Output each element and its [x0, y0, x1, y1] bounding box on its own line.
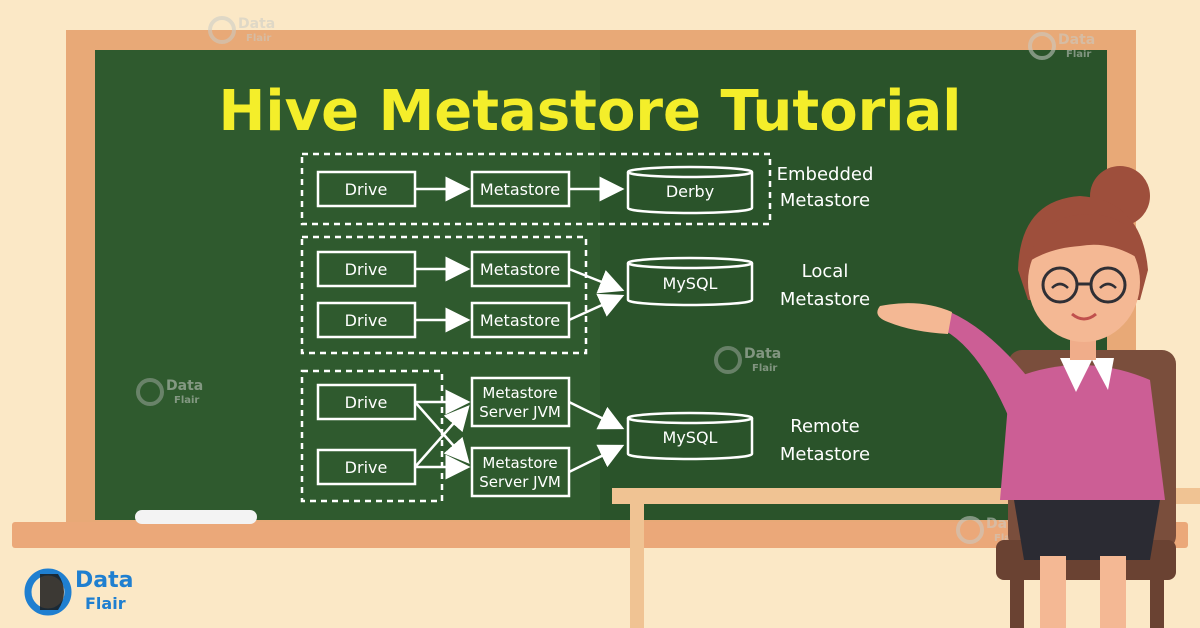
local-drive-label-2: Drive [345, 311, 388, 330]
local-db-label: MySQL [663, 274, 718, 293]
local-metastore-label-2: Metastore [480, 311, 560, 330]
logo-word-2: Flair [85, 594, 126, 613]
watermark-word1: Data [744, 346, 781, 362]
teacher-illustration [877, 166, 1176, 628]
remote-mysql-database-icon [626, 411, 754, 461]
watermark-word1: Data [238, 16, 275, 32]
remote-label-line2: Metastore [780, 444, 870, 465]
remote-arrow-5 [568, 400, 625, 430]
embedded-label-line2: Metastore [780, 190, 870, 211]
remote-server-2-line2: Server JVM [479, 473, 561, 491]
local-arrow-3 [568, 267, 625, 294]
local-mysql-database-icon [626, 256, 754, 307]
remote-db-label: MySQL [663, 428, 718, 447]
embedded-metastore-label: Metastore [480, 180, 560, 199]
embedded-drive-label: Drive [345, 180, 388, 199]
watermark-right-top: Data Flair [1028, 32, 1095, 60]
local-drive-label-1: Drive [345, 260, 388, 279]
watermark-top: Data Flair [208, 16, 275, 44]
page-title: Hive Metastore Tutorial [219, 79, 962, 144]
watermark-word2: Flair [994, 533, 1019, 544]
derby-database-icon [626, 165, 754, 215]
watermark-word2: Flair [752, 363, 777, 374]
chalk-stick [135, 510, 257, 524]
embedded-group-border [300, 152, 772, 226]
remote-arrow-4 [414, 405, 470, 468]
watermark-middle: Data Flair [714, 346, 781, 374]
remote-arrow-6 [568, 444, 625, 474]
watermark-word1: Data [166, 378, 203, 394]
remote-server-1-line2: Server JVM [479, 403, 561, 421]
embedded-db-label: Derby [666, 182, 714, 201]
embedded-label-line1: Embedded [777, 164, 874, 185]
local-label-line1: Local [802, 261, 849, 282]
remote-server-2-line1: Metastore [482, 454, 557, 472]
remote-group-border [300, 369, 444, 503]
chalk-ledge [12, 522, 1188, 548]
remote-drive-label-1: Drive [345, 393, 388, 412]
dataflair-logo: Data Flair [24, 568, 133, 616]
logo-word-1: Data [75, 568, 133, 593]
remote-label-line1: Remote [790, 416, 859, 437]
watermark-word2: Flair [1066, 49, 1091, 60]
watermark-word2: Flair [246, 33, 271, 44]
watermark-word1: Data [1058, 32, 1095, 48]
local-label-line2: Metastore [780, 289, 870, 310]
local-arrow-4 [568, 293, 625, 322]
local-metastore-label-1: Metastore [480, 260, 560, 279]
local-group-border [300, 235, 588, 355]
remote-server-1-line1: Metastore [482, 384, 557, 402]
remote-arrow-3 [414, 401, 470, 464]
watermark-group: Data Flair Data Flair Data Flair Data Fl… [136, 16, 1095, 544]
remote-drive-label-2: Drive [345, 458, 388, 477]
watermark-left: Data Flair [136, 378, 203, 406]
watermark-word2: Flair [174, 395, 199, 406]
